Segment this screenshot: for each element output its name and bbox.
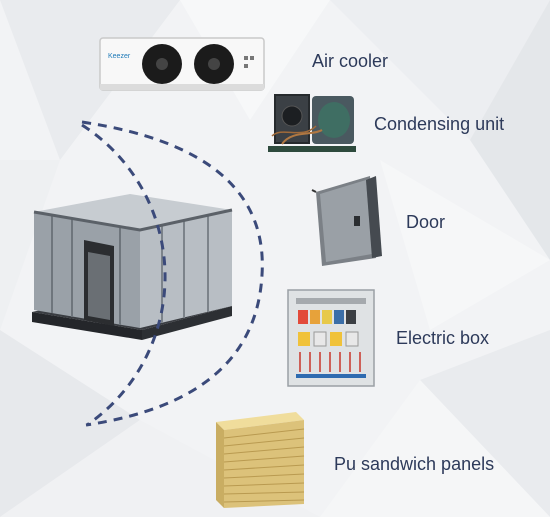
air-cooler-icon: Keezer bbox=[99, 37, 265, 91]
electric-box-icon bbox=[287, 289, 375, 387]
label-air-cooler: Air cooler bbox=[312, 51, 389, 71]
cold-room-image bbox=[32, 194, 233, 340]
door-icon bbox=[311, 176, 382, 266]
label-electric-box: Electric box bbox=[396, 328, 490, 348]
air-cooler-brand: Keezer bbox=[108, 53, 131, 60]
label-door: Door bbox=[406, 212, 446, 232]
label-pu-sandwich-panels: Pu sandwich panels bbox=[334, 454, 495, 474]
label-condensing-unit: Condensing unit bbox=[374, 114, 505, 134]
condensing-unit-icon bbox=[268, 94, 356, 152]
panel-stack-icon bbox=[216, 412, 305, 508]
